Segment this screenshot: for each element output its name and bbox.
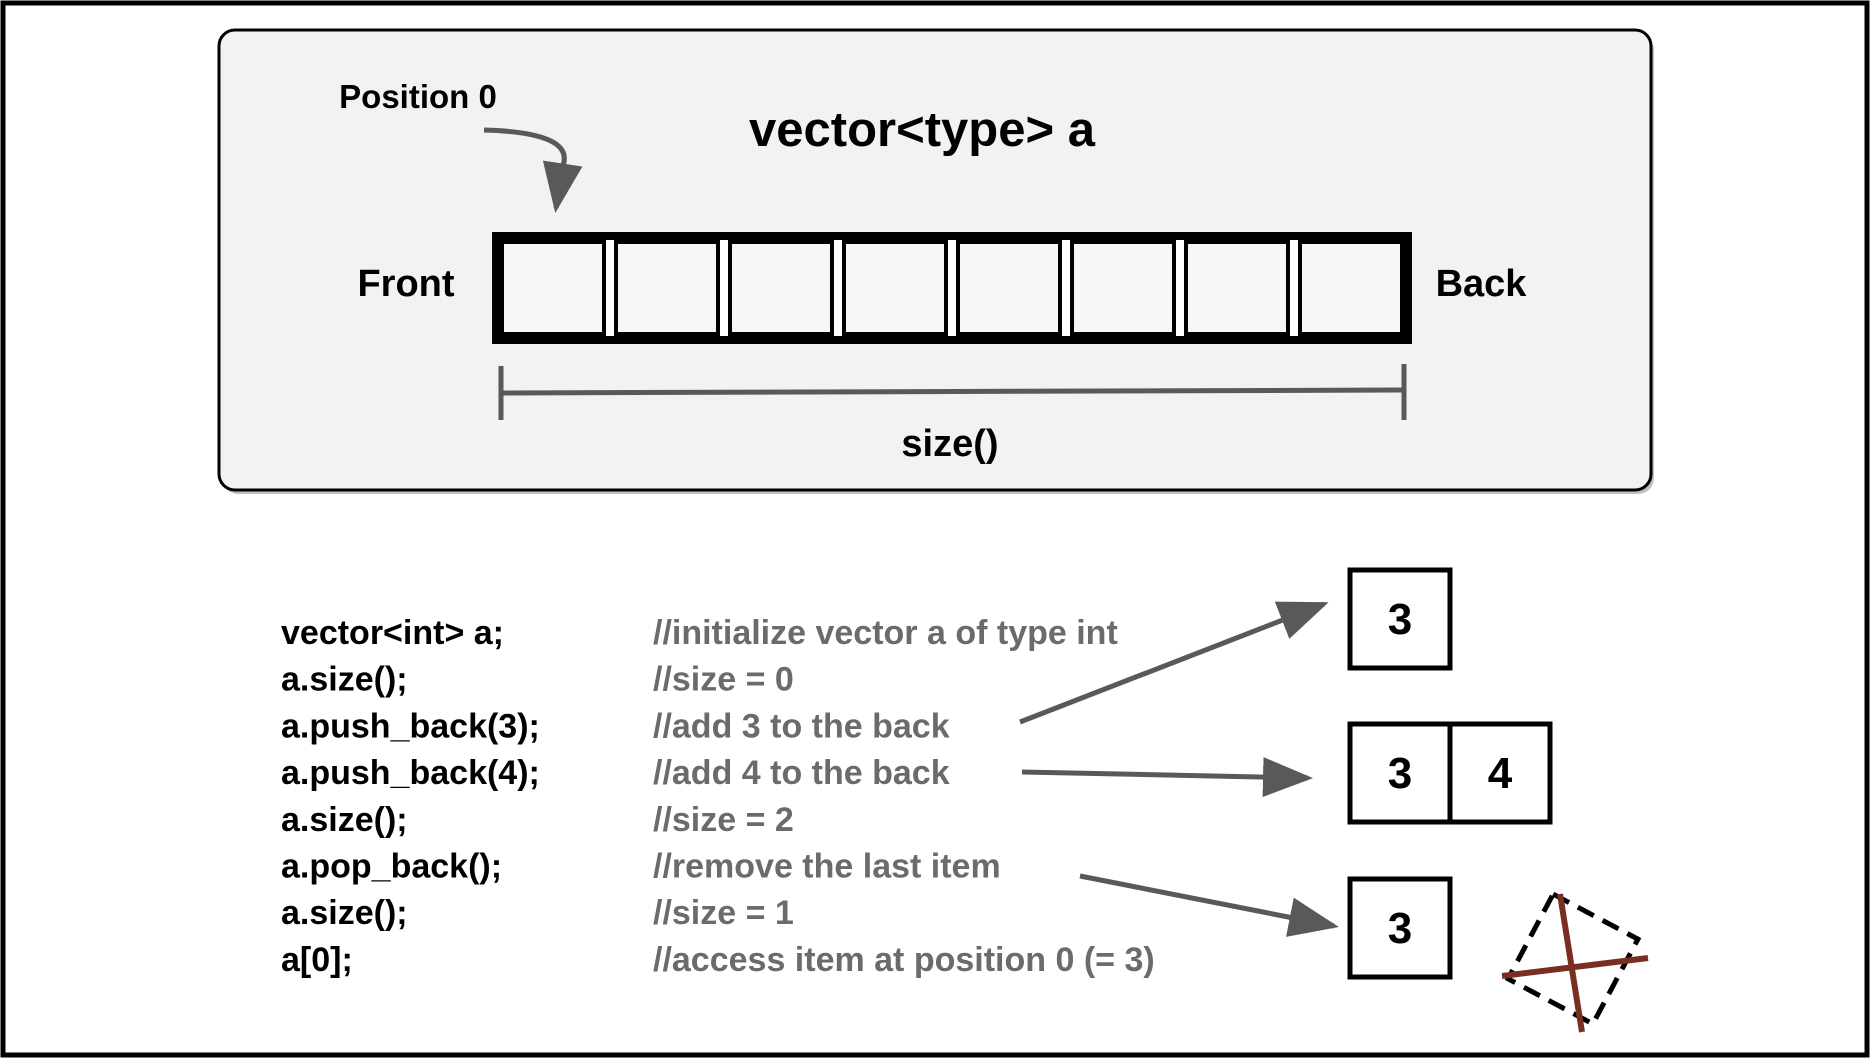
- code-line: a.push_back(3);: [281, 707, 540, 745]
- code-line: a[0];: [281, 941, 353, 979]
- front-label: Front: [357, 263, 454, 305]
- code-comment: //remove the last item: [653, 848, 1001, 886]
- vector-cell: [614, 240, 720, 336]
- vector-cell: [842, 240, 948, 336]
- state-cell-value: 4: [1488, 749, 1513, 798]
- state-cell-value: 3: [1388, 904, 1412, 953]
- arrow-to-state-3: [1079, 873, 1339, 937]
- code-comment: //size = 1: [653, 894, 794, 932]
- code-comment: //size = 0: [653, 661, 794, 699]
- position-zero-label: Position 0: [339, 78, 497, 115]
- code-comment: //add 4 to the back: [653, 754, 950, 792]
- code-comment: //initialize vector a of type int: [653, 614, 1118, 652]
- cross-line-1: [1557, 893, 1585, 1033]
- state-cell: [1447, 721, 1553, 825]
- code-line: a.size();: [281, 801, 408, 839]
- removed-item-box: [1504, 890, 1642, 1028]
- code-listing: vector<int> a; //initialize vector a of t…: [281, 614, 1155, 979]
- vector-cell: [500, 240, 606, 336]
- code-line: a.push_back(4);: [281, 754, 540, 792]
- vector-cell: [728, 240, 834, 336]
- size-bracket-line: [500, 387, 1405, 396]
- vector-cell: [1298, 240, 1404, 336]
- vector-cell: [1070, 240, 1176, 336]
- vector-state-1: 3: [1347, 567, 1453, 671]
- vector-cell: [956, 240, 1062, 336]
- state-cell-value: 3: [1388, 595, 1412, 644]
- state-arrows: [1019, 601, 1339, 937]
- code-comment: //add 3 to the back: [653, 707, 950, 745]
- vector-state-3: 3: [1347, 876, 1453, 980]
- vector-title: vector<type> a: [749, 103, 1096, 157]
- state-cell: [1347, 876, 1453, 980]
- state-cell: [1347, 567, 1453, 671]
- position-zero-arrow: [483, 127, 583, 213]
- size-bracket: [498, 364, 1407, 420]
- back-label: Back: [1436, 263, 1528, 305]
- vector-cells: [492, 232, 1412, 344]
- arrow-to-state-1: [1019, 601, 1329, 725]
- code-line: a.size();: [281, 661, 408, 699]
- size-label: size(): [901, 423, 998, 465]
- removed-item-icon: [1501, 890, 1649, 1033]
- code-line: vector<int> a;: [281, 614, 504, 652]
- code-comment: //size = 2: [653, 801, 794, 839]
- state-cell: [1347, 721, 1453, 825]
- code-line: a.pop_back();: [281, 848, 502, 886]
- state-cell-value: 3: [1388, 749, 1412, 798]
- code-comment: //access item at position 0 (= 3): [653, 941, 1155, 979]
- vector-cell: [1184, 240, 1290, 336]
- arrow-to-state-2: [1021, 757, 1313, 798]
- vector-overview-panel: Position 0 vector<type> a Front Back siz…: [217, 28, 1654, 494]
- code-line: a.size();: [281, 894, 408, 932]
- cross-line-2: [1501, 955, 1649, 979]
